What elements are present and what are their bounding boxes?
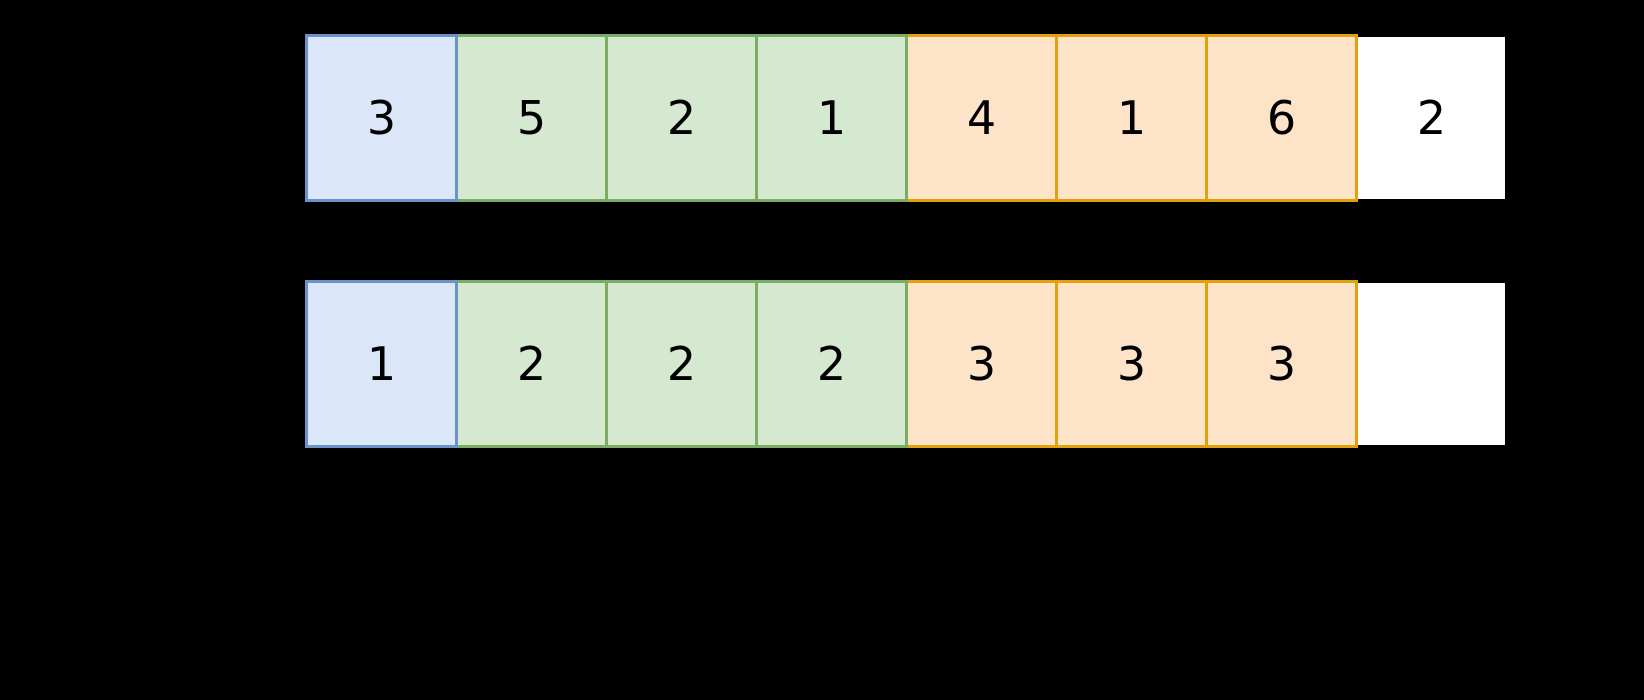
- array-cell-value: 5: [516, 91, 547, 145]
- array-cell[interactable]: 2: [605, 34, 758, 202]
- array-cell[interactable]: 2: [1355, 34, 1508, 202]
- array-cell[interactable]: 1: [755, 34, 908, 202]
- array-cell[interactable]: 2: [605, 280, 758, 448]
- array-cell-value: 1: [1116, 91, 1147, 145]
- array-cell-value: 1: [366, 337, 397, 391]
- array-cell[interactable]: 5: [455, 34, 608, 202]
- array-cell-value: 2: [666, 337, 697, 391]
- array-cell[interactable]: 3: [1055, 280, 1208, 448]
- array-cell-value: 2: [1416, 91, 1447, 145]
- array-cell-value: 3: [366, 91, 397, 145]
- array-row-bottom: 1 2 2 2 3 3 3: [305, 280, 1508, 448]
- array-cell-value: 3: [966, 337, 997, 391]
- array-cell[interactable]: 4: [905, 34, 1058, 202]
- array-cell-value: 2: [816, 337, 847, 391]
- array-cell[interactable]: 3: [305, 34, 458, 202]
- array-row-top: 3 5 2 1 4 1 6 2: [305, 34, 1508, 202]
- array-cell-value: 3: [1266, 337, 1297, 391]
- array-cell-value: 2: [516, 337, 547, 391]
- array-cell[interactable]: 3: [1205, 280, 1358, 448]
- array-cell-value: 2: [666, 91, 697, 145]
- array-cell[interactable]: [1355, 280, 1508, 448]
- array-cell[interactable]: 1: [305, 280, 458, 448]
- array-cell-value: 6: [1266, 91, 1297, 145]
- array-cell[interactable]: 6: [1205, 34, 1358, 202]
- array-cell-value: 1: [816, 91, 847, 145]
- array-cell[interactable]: 1: [1055, 34, 1208, 202]
- array-cell[interactable]: 2: [755, 280, 908, 448]
- array-cell-value: 3: [1116, 337, 1147, 391]
- array-cell[interactable]: 3: [905, 280, 1058, 448]
- array-cell-value: 4: [966, 91, 997, 145]
- array-cell[interactable]: 2: [455, 280, 608, 448]
